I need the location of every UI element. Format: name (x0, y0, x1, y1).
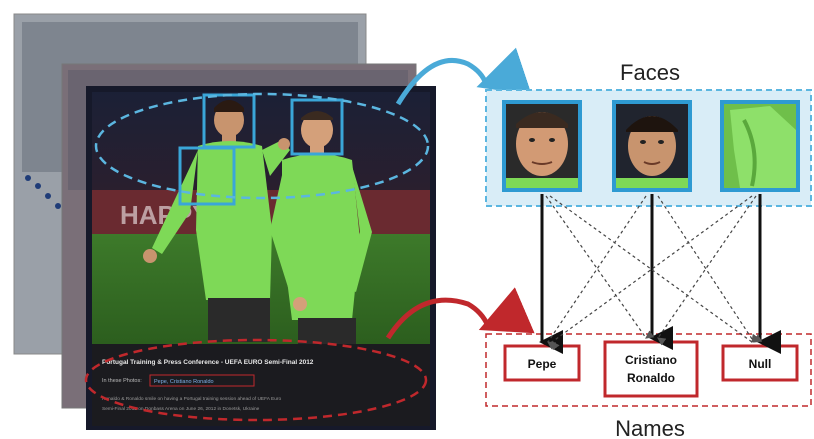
player-ronaldo (143, 100, 290, 342)
name-box-null: Null (721, 344, 799, 382)
caption-title: Portugal Training & Press Conference - U… (102, 359, 314, 366)
name-box-cristiano-ronaldo: Cristiano Ronaldo (603, 340, 699, 398)
correct-match-lines (539, 194, 781, 354)
candidate-null-pepe (551, 195, 753, 351)
front-photo: HAPPY (86, 86, 436, 430)
face-detection-boxes (178, 93, 344, 206)
name-null: Null (749, 357, 772, 371)
candidate-pepe-ronaldo (545, 195, 655, 339)
caption-people-label: In these Photos: (102, 378, 142, 384)
caption-people-value: Pepe, Cristiano Ronaldo (154, 379, 214, 385)
caption-ellipse (84, 338, 428, 422)
name-ronaldo: Ronaldo (627, 371, 675, 385)
candidate-null-ronaldo (657, 195, 757, 346)
caption-body-line2: Semi-Final 2012 on Donbass Arena on June… (102, 406, 260, 412)
photo-caption: Portugal Training & Press Conference - U… (102, 359, 314, 412)
faces-ellipse (94, 92, 430, 200)
face-thumb-pepe (502, 100, 582, 192)
face-box-null (178, 146, 236, 206)
candidate-ronaldo-pepe (547, 195, 647, 350)
faces-connector-arrow (395, 47, 532, 106)
face-thumb-null (720, 100, 800, 192)
face-box-pepe (290, 98, 344, 156)
faces-panel-title: Faces (620, 60, 680, 85)
name-pepe: Pepe (528, 357, 557, 371)
caption-body-line1: Ronaldo & Ronaldo smile on having a Port… (102, 396, 282, 402)
name-cristiano: Cristiano (625, 353, 677, 367)
candidate-match-lines (545, 195, 763, 351)
names-connector-arrow (385, 287, 535, 340)
candidate-ronaldo-null (657, 195, 763, 343)
face-thumb-ronaldo (612, 100, 692, 192)
name-box-pepe: Pepe (503, 344, 581, 382)
names-panel-title: Names (615, 416, 685, 439)
